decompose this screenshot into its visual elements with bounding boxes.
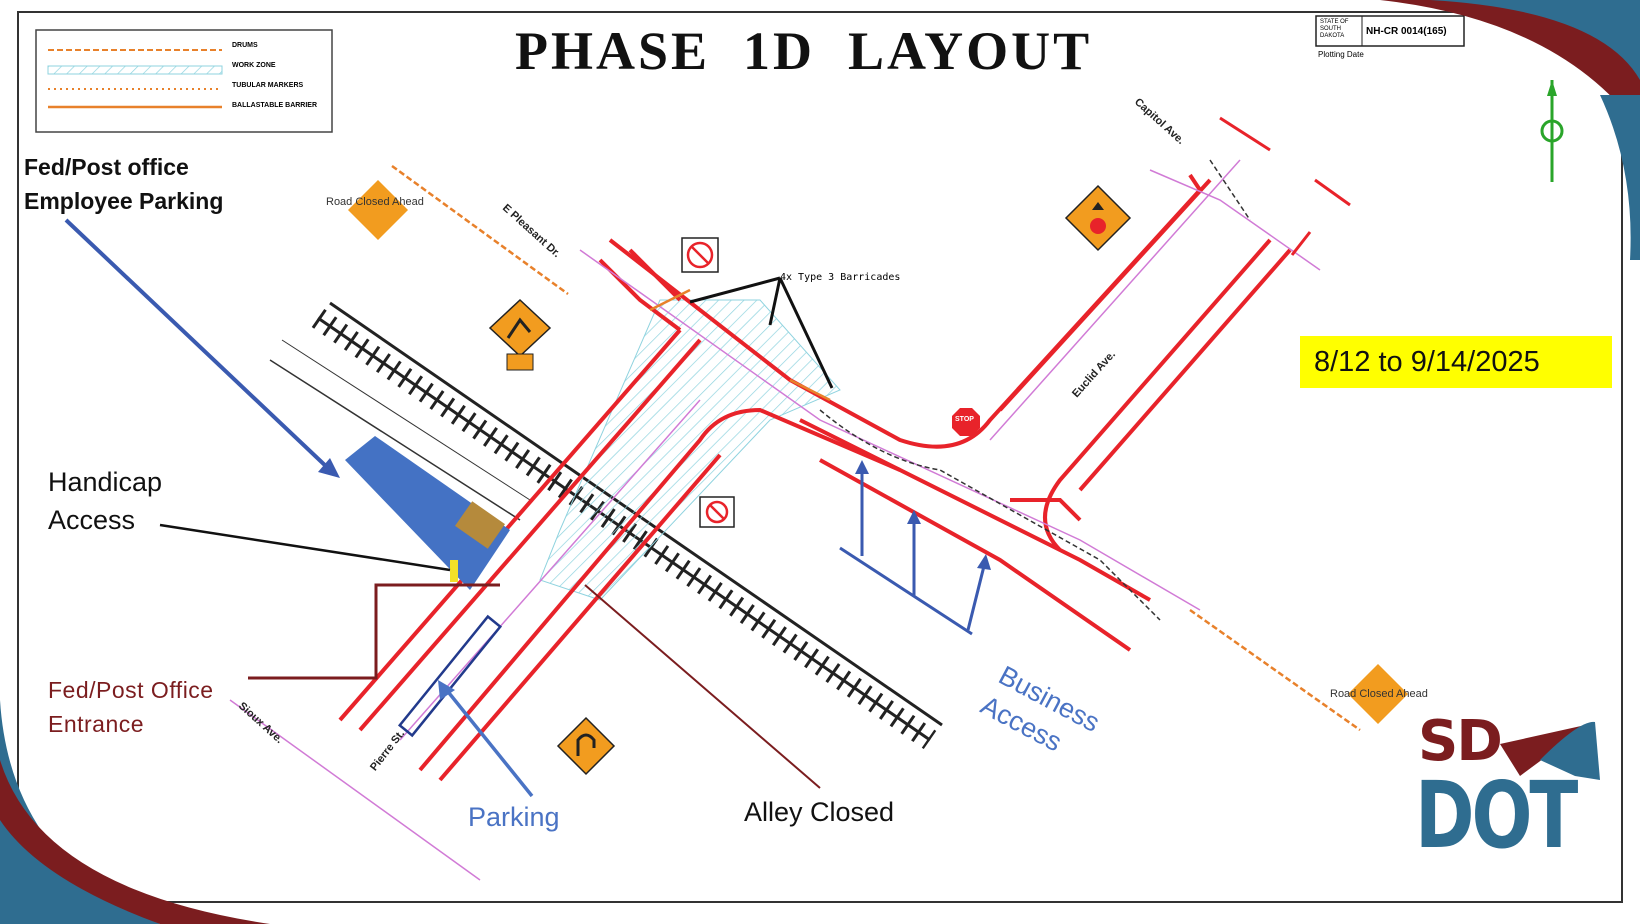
page-title: PHASE 1D LAYOUT bbox=[515, 21, 1093, 81]
logo-sd-text: SD bbox=[1418, 709, 1503, 774]
date-range-banner: 8/12 to 9/14/2025 bbox=[1300, 336, 1612, 388]
stop-sign-icon bbox=[952, 408, 980, 436]
north-arrow-icon bbox=[1540, 80, 1564, 182]
rail-side-line bbox=[269, 359, 521, 521]
stop-sign-text: STOP bbox=[955, 416, 974, 423]
corner-swoosh-bottom-left bbox=[0, 700, 270, 924]
barricades-label: 4x Type 3 Barricades bbox=[780, 272, 901, 283]
road-closed-drum-lines bbox=[391, 164, 1361, 732]
logo-dot-text: DOT bbox=[1415, 762, 1578, 869]
title-block bbox=[1315, 15, 1465, 47]
legend-box bbox=[35, 29, 333, 133]
parking-callout-line1: Fed/Post office bbox=[24, 154, 189, 180]
callout-arrows bbox=[64, 218, 991, 798]
legend-label-tubular-markers: TUBULAR MARKERS bbox=[232, 82, 304, 89]
travel-path bbox=[819, 409, 1161, 621]
handicap-access-marker bbox=[450, 560, 458, 582]
road-closed-ahead-label: Road Closed Ahead bbox=[326, 196, 424, 208]
legend-label-barrier: BALLASTABLE BARRIER bbox=[232, 102, 318, 109]
barricade-leader-lines bbox=[689, 276, 834, 389]
corner-swoosh-top-right bbox=[1380, 0, 1640, 260]
detour-left-sign-icon bbox=[488, 298, 552, 371]
alley-closed-label: Alley Closed bbox=[744, 797, 895, 827]
rail-side-line bbox=[281, 339, 531, 501]
handicap-callout-line2: Access bbox=[48, 505, 136, 535]
parking-label: Parking bbox=[468, 802, 560, 832]
employee-parking-lot bbox=[345, 436, 510, 590]
road-closed-ahead-label: Road Closed Ahead bbox=[1330, 688, 1428, 700]
sddot-logo-mark bbox=[1500, 721, 1600, 780]
entrance-callout-line2: Entrance bbox=[48, 711, 145, 737]
u-turn-sign-icon bbox=[556, 716, 616, 776]
pleasant-drive-curbs bbox=[608, 173, 1292, 652]
travel-path bbox=[1209, 159, 1251, 221]
road-closed-sign-icon bbox=[1348, 664, 1408, 724]
drawing-frame bbox=[17, 11, 1623, 903]
parking-strip bbox=[397, 614, 503, 738]
title-block-state: STATE OF SOUTH DAKOTA bbox=[1320, 19, 1349, 39]
parking-callout-line2: Employee Parking bbox=[24, 188, 224, 214]
road-centerline bbox=[229, 159, 1321, 881]
no-right-turn-sign-icon bbox=[681, 237, 719, 273]
handicap-callout-line1: Handicap bbox=[48, 467, 163, 497]
capitol-curbs bbox=[1219, 116, 1351, 256]
road-closed-sign-icon bbox=[348, 180, 408, 240]
building-footprint bbox=[455, 501, 505, 549]
title-block-project: NH-CR 0014(165) bbox=[1366, 26, 1447, 37]
no-left-turn-sign-icon bbox=[699, 496, 735, 528]
entrance-callout-line1: Fed/Post Office bbox=[48, 677, 214, 703]
legend-label-work-zone: WORK ZONE bbox=[232, 62, 276, 69]
title-block-plot-date: Plotting Date bbox=[1318, 50, 1364, 59]
legend-label-drums: DRUMS bbox=[232, 42, 258, 49]
truck-crossing-sign-icon bbox=[1064, 184, 1132, 252]
